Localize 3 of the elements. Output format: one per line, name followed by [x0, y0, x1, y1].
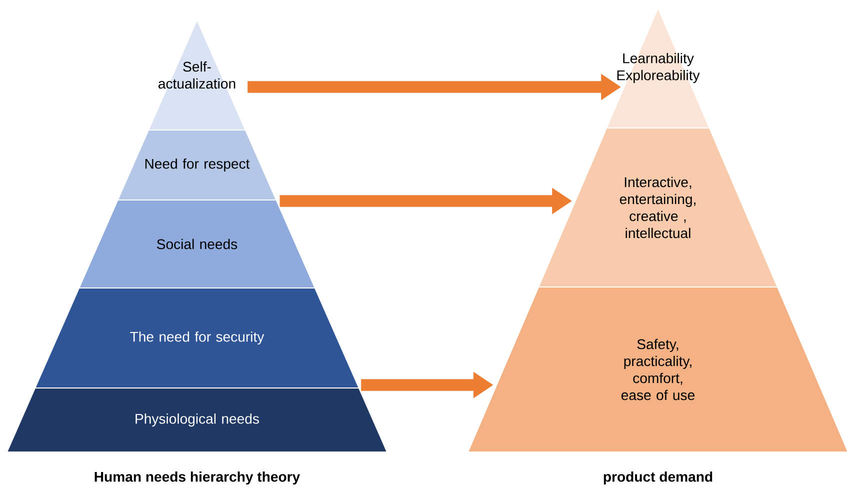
- caption: product demand: [604, 471, 712, 485]
- caption: Human needs hierarchy theory: [94, 471, 300, 485]
- pyramid-layer: Need for respect: [117, 130, 277, 200]
